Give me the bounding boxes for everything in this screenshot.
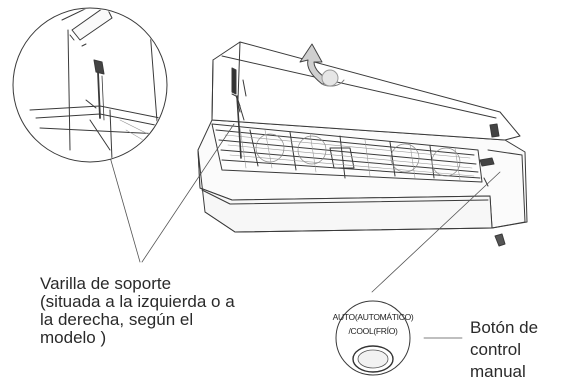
detail-magnifier-circle [12,7,168,163]
support-rod-label-line: (situada a la izquierda o a [40,292,235,311]
support-rod-label-line: modelo ) [40,328,107,347]
manual-button-detail-circle [335,300,411,376]
manual-button-label-line: Botón de [470,318,539,337]
indoor-unit-body [197,119,528,247]
auto-button-text: AUTO(AUTOMÁTICO) [333,312,414,322]
manual-button-label-line: manual [470,362,526,381]
cool-button-text: /COOL(FRÍO) [348,326,398,336]
support-rod [231,93,242,159]
support-rod-label-line: Varilla de soporte [40,274,172,293]
front-panel-raised [211,41,521,141]
manual-button-label-line: control [470,340,522,359]
lift-arrow [299,43,345,87]
support-rod-label: Varilla de soporte (situada a la izquier… [40,275,340,347]
support-rod-label-line: la derecha, según el [40,310,194,329]
manual-control-button-label: Botón de control manual [470,317,538,383]
